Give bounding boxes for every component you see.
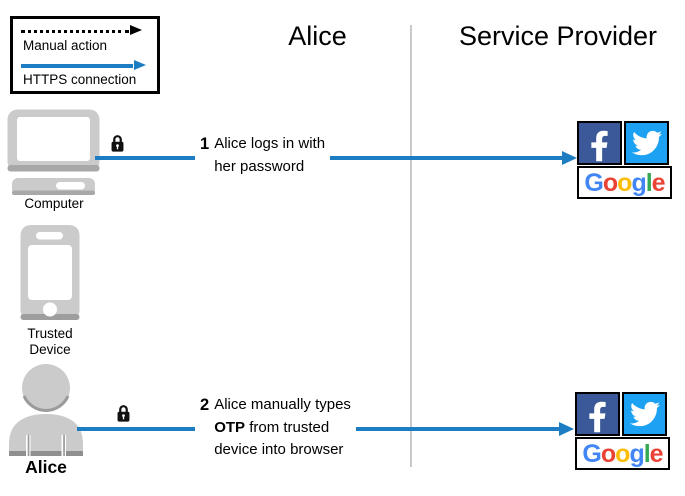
service-provider-column-title: Service Provider — [458, 21, 658, 51]
https-arrow-line — [21, 64, 133, 68]
google-letter: l — [643, 439, 651, 468]
https-arrowhead-1-icon — [562, 151, 577, 165]
google-letter: G — [582, 439, 601, 468]
twitter-icon — [622, 392, 667, 436]
facebook-icon — [575, 392, 620, 436]
twitter-bird-glyph — [631, 130, 662, 156]
twitter-icon — [624, 121, 669, 165]
https-arrowhead-icon — [134, 60, 146, 70]
https-arrowhead-2-icon — [559, 422, 574, 436]
manual-action-arrow-line — [21, 30, 129, 33]
legend-box: Manual action HTTPS connection — [10, 16, 160, 94]
google-letter: G — [584, 168, 603, 197]
message-2-line3: device into browser — [214, 441, 344, 458]
manual-action-arrowhead-icon — [130, 25, 142, 35]
google-letter: o — [602, 168, 618, 197]
google-letter: g — [629, 439, 644, 468]
google-letter: o — [600, 439, 616, 468]
alice-person-icon — [9, 364, 83, 456]
https-connection-label: HTTPS connection — [23, 72, 137, 87]
lock-icon-1 — [111, 135, 124, 152]
message-2-number: 2 — [200, 396, 210, 414]
message-2-line1: Alice manually types — [214, 396, 351, 413]
alice-person-label: Alice — [25, 457, 67, 477]
message-2: 2 Alice manually types OTP from trusted … — [195, 392, 356, 464]
google-letter: l — [645, 168, 653, 197]
column-divider — [410, 25, 412, 467]
google-letter: e — [649, 439, 664, 468]
alice-column-title: Alice — [288, 21, 347, 51]
trusted-device-label-line1: Trusted — [27, 326, 73, 341]
trusted-device-icon — [20, 225, 80, 320]
lock-icon-2 — [117, 405, 130, 422]
google-letter: g — [631, 168, 646, 197]
message-2-line2-rest: from trusted — [249, 418, 330, 436]
message-2-line2: OTP from trusted — [214, 417, 351, 440]
computer-icon — [7, 109, 100, 195]
google-letter: o — [617, 168, 632, 197]
computer-label: Computer — [24, 196, 84, 211]
message-2-otp-bold: OTP — [214, 418, 246, 436]
message-1-number: 1 — [200, 135, 210, 153]
manual-action-label: Manual action — [23, 38, 108, 53]
facebook-icon — [577, 121, 622, 165]
message-1-line2: her password — [214, 157, 305, 175]
facebook-f-glyph — [591, 130, 608, 162]
google-letter: e — [651, 168, 666, 197]
trusted-device-label-line2: Device — [29, 342, 71, 357]
trusted-device-label: Trusted Device — [4, 326, 96, 358]
message-1-line1: Alice logs in with — [214, 135, 326, 152]
twitter-bird-glyph — [629, 401, 660, 427]
google-letter: o — [615, 439, 630, 468]
message-1: 1 Alice logs in with her password — [195, 131, 331, 180]
facebook-f-glyph — [589, 401, 606, 433]
